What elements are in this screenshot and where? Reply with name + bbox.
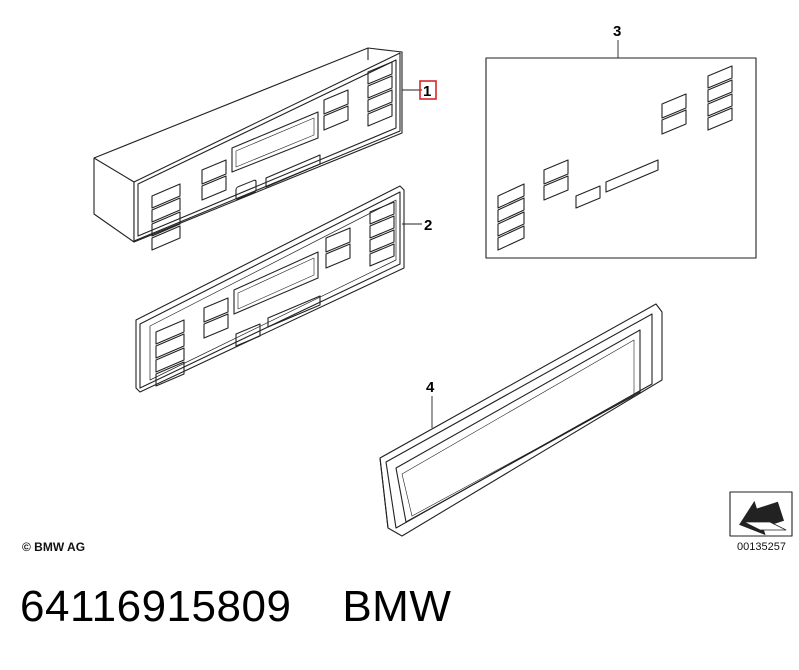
callout-4: 4 <box>426 379 435 396</box>
copyright-notice: © BMW AG <box>22 540 86 554</box>
part-1-left-buttons <box>151 183 181 251</box>
callout-1: 1 <box>423 83 431 100</box>
part-number: 64116915809 <box>20 582 292 631</box>
leader-lines <box>402 40 619 428</box>
orientation-arrow-icon <box>729 491 793 537</box>
part-number-line: 64116915809 BMW <box>20 582 451 632</box>
document-number: 00135257 <box>737 541 786 553</box>
callout-1-highlight <box>419 80 437 100</box>
brand-name: BMW <box>342 582 452 631</box>
part-2-faceplate <box>135 185 405 393</box>
part-1-right-buttons <box>367 61 393 127</box>
part-1-control-unit <box>93 47 403 251</box>
callout-2: 2 <box>424 217 432 234</box>
part-4-trim-frame <box>379 303 663 537</box>
part-3-button-set <box>485 57 757 259</box>
callout-3: 3 <box>613 23 621 40</box>
